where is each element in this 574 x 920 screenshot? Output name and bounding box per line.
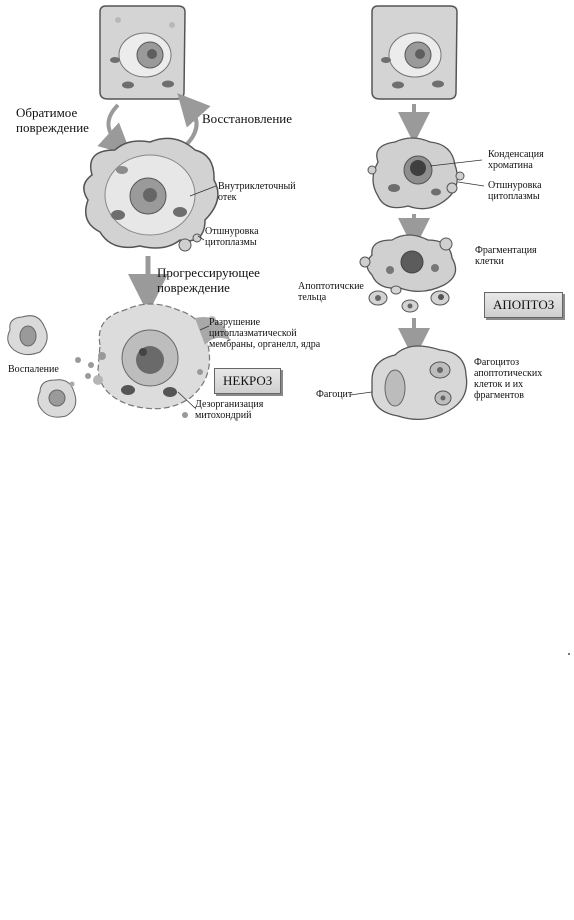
reversible-injury-arrow [97,103,132,156]
swollen-cell [83,137,219,252]
intracellular-edema-label: Внутриклеточный отек [218,181,296,203]
necrotic-cell [88,303,230,418]
inflammatory-cells [7,315,91,418]
cytoplasm-blebbing-label-left: Отшнуровка цитоплазмы [205,226,259,248]
mito-disorganization-label: Дезорганизация митохондрий [195,399,264,421]
apoptotic-bodies-label: Апоптотичские тельца [298,281,364,303]
normal-cell-left [99,5,186,100]
cytoplasm-blebbing-label-right: Отшнуровка цитоплазмы [488,180,542,202]
fragmenting-cell [359,234,457,292]
necrosis-tag: НЕКРОЗ [214,368,282,394]
normal-cell-right [371,5,458,100]
shrunken-cell [367,137,485,210]
reversible-injury-label: Обратимое повреждение [16,105,89,135]
page-mark [568,653,570,655]
apoptotic-bodies [368,285,450,313]
phagocytosis-label: Фагоцитоз апоптотических клеток и их фра… [474,357,543,401]
cell-death-diagram [7,5,485,421]
recovery-label: Восстановление [202,111,293,126]
progressive-injury-label: Прогрессирующее повреждение [157,265,260,295]
cell-fragmentation-label: Фрагментация клетки [475,245,537,267]
phagocyte-label: Фагоцит [316,389,353,400]
recovery-arrow [177,93,211,147]
chromatin-condensation-label: Конденсация хроматина [488,149,544,171]
phagocyte-cell [349,345,468,421]
inflammation-label: Воспаление [8,364,59,375]
apoptosis-tag: АПОПТОЗ [484,292,564,318]
membrane-destruction-label: Разрушение цитоплазматической мембраны, … [209,317,321,350]
